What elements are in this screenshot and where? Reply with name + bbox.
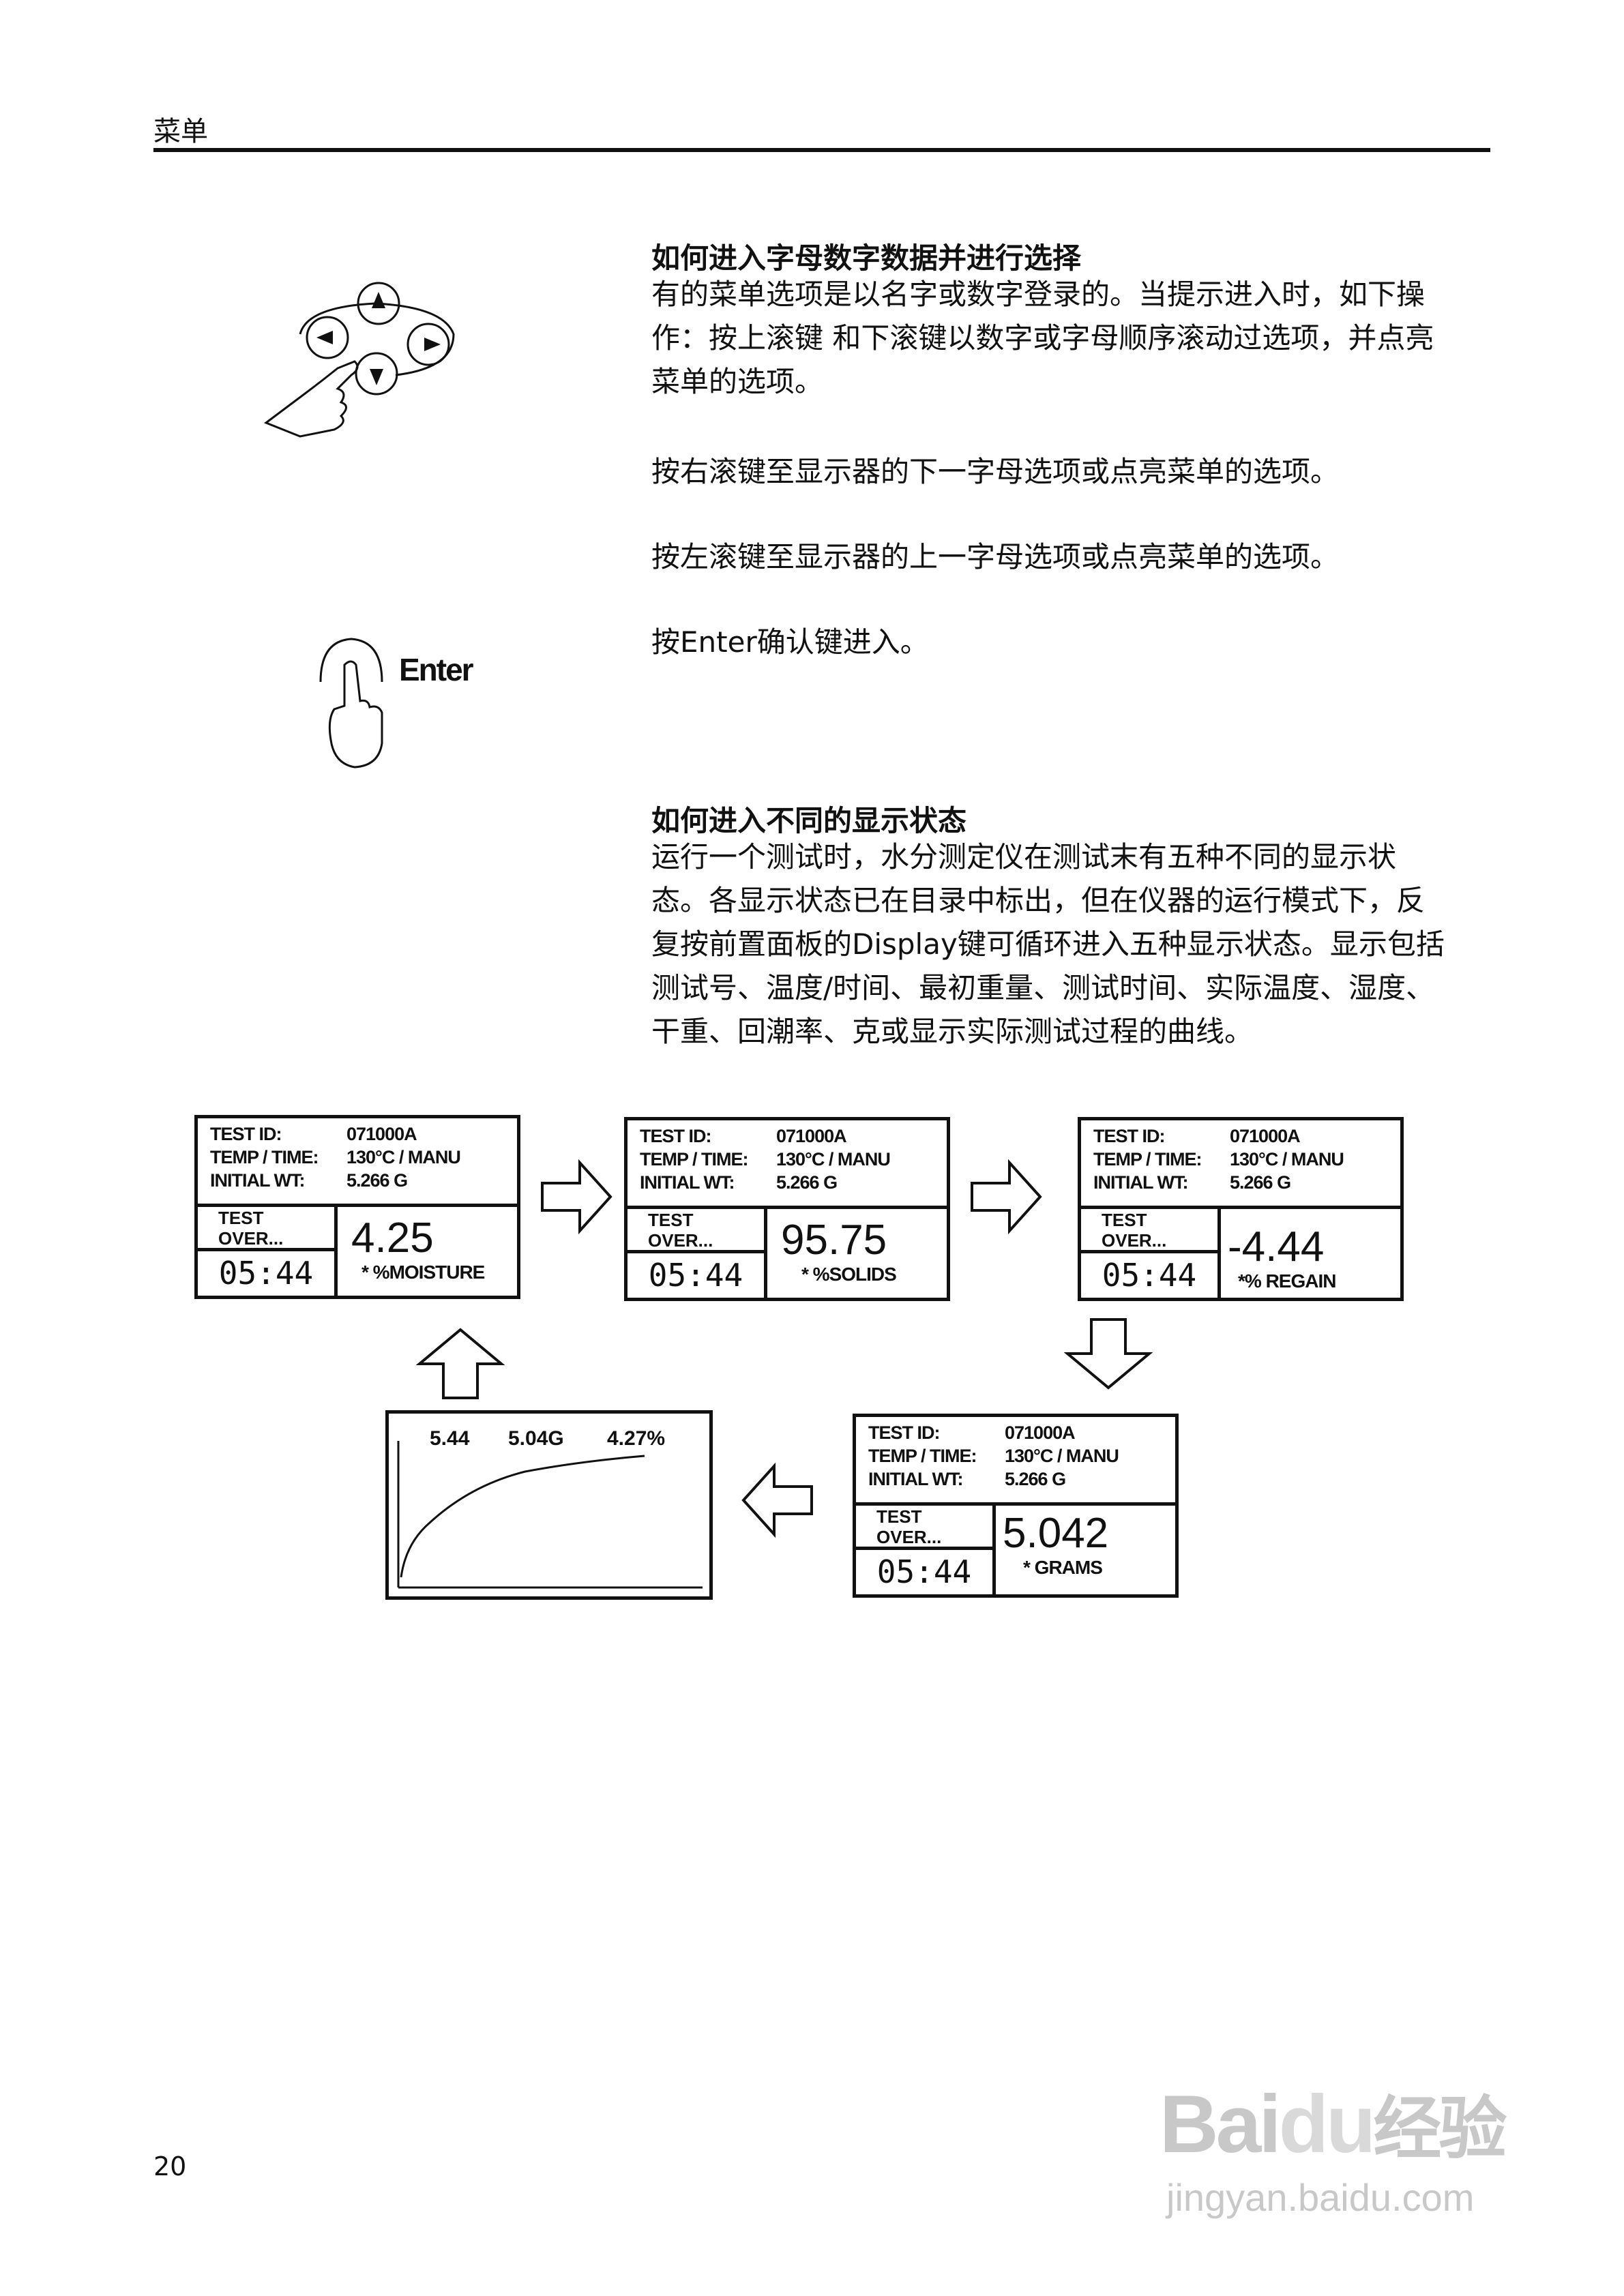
up-key-icon [357,282,400,325]
elapsed-timer: 05:44 [628,1250,764,1298]
status-line-2: OVER... [1102,1230,1167,1251]
down-key-icon [355,352,398,396]
status-line-1: TEST [648,1210,694,1230]
elapsed-timer: 05:44 [856,1547,992,1594]
initial-wt-value: 5.266 G [776,1172,838,1193]
moisture-curve [400,1455,645,1578]
text-line: 菜单的选项。 [651,365,824,398]
test-id-label: TEST ID: [868,1422,941,1443]
section2-title: 如何进入不同的显示状态 [651,804,967,837]
watermark-brand-2: du [1278,2078,1376,2170]
temp-time-value: 130°C / MANU [776,1149,891,1169]
curve-display: 5.44 5.04G 4.27% [385,1410,713,1600]
arrow-keypad-icon [263,282,455,438]
left-key-icon [306,316,349,359]
right-key-icon [407,323,450,366]
test-id-value: 071000A [1005,1422,1076,1443]
elapsed-timer: 05:44 [1081,1250,1217,1298]
text-line: 干重、回潮率、克或显示实际测试过程的曲线。 [651,1015,1254,1048]
initial-wt-value: 5.266 G [346,1170,408,1191]
status-line-1: TEST [1102,1210,1147,1230]
arrow-right-icon [541,1159,612,1234]
curve-label-1: 5.44 [430,1427,470,1450]
section2-paragraph: 运行一个测试时，水分测定仪在测试末有五种不同的显示状 态。各显示状态已在目录中标… [651,835,1490,1054]
result-unit: * GRAMS [1023,1557,1103,1578]
display-header: TEST ID: 071000A TEMP / TIME: 130°C / MANU… [856,1417,1175,1506]
temp-time-label: TEMP / TIME: [210,1147,319,1167]
initial-wt-label: INITIAL WT: [640,1172,735,1193]
temp-time-label: TEMP / TIME: [1093,1149,1202,1169]
curve-plot [397,1441,703,1589]
text-line: 运行一个测试时，水分测定仪在测试末有五种不同的显示状 [651,840,1397,874]
temp-time-label: TEMP / TIME: [640,1149,749,1169]
temp-time-value: 130°C / MANU [1230,1149,1344,1169]
display-header: TEST ID: 071000A TEMP / TIME: 130°C / MANU… [1081,1120,1400,1209]
running-header: 菜单 [153,116,208,147]
temp-time-value: 130°C / MANU [346,1147,461,1167]
elapsed-timer: 05:44 [198,1248,334,1296]
text-line: 有的菜单选项是以名字或数字登录的。当提示进入时，如下操 [651,278,1426,311]
result-unit: * %MOISTURE [361,1262,485,1283]
test-id-label: TEST ID: [210,1124,282,1144]
curve-label-3: 4.27% [607,1427,666,1450]
watermark-brand: Bai [1160,2078,1282,2170]
status-line-2: OVER... [218,1228,284,1249]
test-id-value: 071000A [346,1124,417,1144]
initial-wt-label: INITIAL WT: [1093,1172,1188,1193]
test-id-value: 071000A [1230,1126,1301,1146]
text-line: 作：按上滚键 和下滚键以数字或字母顺序滚动过选项，并点亮 [651,321,1434,355]
header-rule [153,148,1490,152]
section1-paragraph2: 按右滚键至显示器的下一字母选项或点亮菜单的选项。 [651,455,1340,488]
display-panel-moisture: TEST ID: 071000A TEMP / TIME: 130°C / MANU… [194,1115,520,1299]
status-line-2: OVER... [876,1527,942,1547]
text-line: 态。各显示状态已在目录中标出，但在仪器的运行模式下，反 [651,884,1426,917]
enter-key-label: Enter [399,652,474,687]
text-line: 复按前置面板的Display键可循环进入五种显示状态。显示包括 [651,927,1445,961]
status-line-2: OVER... [648,1230,713,1251]
status-line-1: TEST [218,1208,264,1228]
section1-paragraph1: 有的菜单选项是以名字或数字登录的。当提示进入时，如下操 作：按上滚键 和下滚键以… [651,273,1490,404]
status-line-1: TEST [876,1506,922,1527]
test-id-label: TEST ID: [1093,1126,1166,1146]
test-id-value: 071000A [776,1126,847,1146]
result-unit: *% REGAIN [1238,1270,1336,1292]
result-value: 95.75 [781,1217,887,1264]
display-header: TEST ID: 071000A TEMP / TIME: 130°C / MANU… [628,1120,947,1209]
result-value: 4.25 [351,1214,434,1262]
section1-paragraph4: 按Enter确认键进入。 [651,625,929,659]
temp-time-label: TEMP / TIME: [868,1446,977,1466]
result-value: 5.042 [1003,1510,1109,1557]
result-unit: * %SOLIDS [801,1264,897,1285]
arrow-down-icon [1064,1318,1153,1390]
arrow-left-icon [741,1463,813,1538]
initial-wt-label: INITIAL WT: [868,1469,963,1489]
display-header: TEST ID: 071000A TEMP / TIME: 130°C / MANU… [198,1118,517,1207]
initial-wt-value: 5.266 G [1230,1172,1291,1193]
text-line: 测试号、温度/时间、最初重量、测试时间、实际温度、湿度、 [651,971,1435,1004]
section1-paragraph3: 按左滚键至显示器的上一字母选项或点亮菜单的选项。 [651,540,1340,573]
test-id-label: TEST ID: [640,1126,712,1146]
watermark-cn: 经验 [1373,2091,1507,2167]
display-panel-solids: TEST ID: 071000A TEMP / TIME: 130°C / MANU… [624,1117,950,1301]
display-panel-regain: TEST ID: 071000A TEMP / TIME: 130°C / MANU… [1078,1117,1404,1301]
result-value: -4.44 [1228,1223,1325,1270]
display-panel-grams: TEST ID: 071000A TEMP / TIME: 130°C / MANU… [853,1414,1179,1598]
watermark-url: jingyan.baidu.com [1166,2176,1475,2219]
curve-label-2: 5.04G [508,1427,564,1450]
section1-title: 如何进入字母数字数据并进行选择 [651,241,1082,275]
initial-wt-value: 5.266 G [1005,1469,1066,1489]
initial-wt-label: INITIAL WT: [210,1170,305,1191]
page-number: 20 [153,2151,187,2181]
arrow-up-icon [416,1328,505,1399]
temp-time-value: 130°C / MANU [1005,1446,1119,1466]
arrow-right-icon [971,1159,1042,1234]
enter-key-press-icon [319,638,383,769]
watermark-logo: Baidu经验 [1160,2073,1507,2172]
